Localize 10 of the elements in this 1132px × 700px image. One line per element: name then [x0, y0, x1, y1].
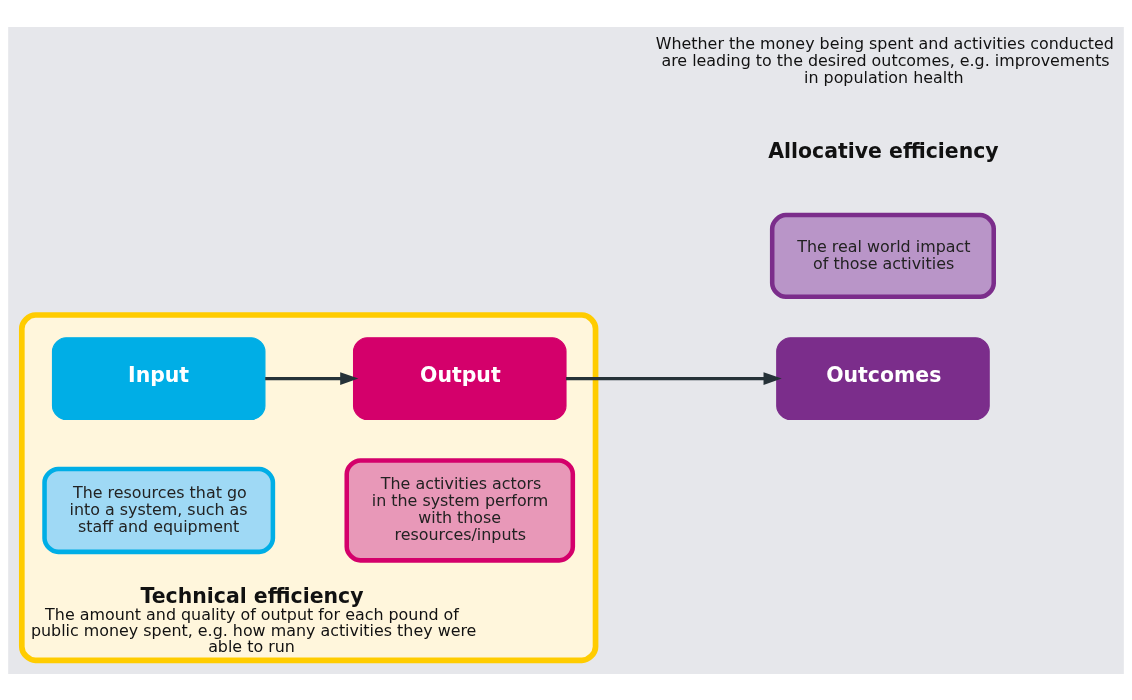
node-box: The activities actors in the system perform with those resources/inputs — [344, 457, 576, 563]
node-box: Input — [51, 336, 266, 420]
node-box: Output — [353, 336, 567, 420]
node-box: Outcomes — [776, 336, 990, 420]
label: Whether the money being spent and activities conducted are leading to the desired outcomes, e.g. improvements in population health — [655, 33, 1114, 87]
label: Allocative efficiency — [768, 138, 999, 163]
arrow — [566, 371, 782, 385]
node-box: The real world impact of those activities — [769, 212, 996, 299]
node-box: The resources that go into a system, such as staff and equipment — [42, 466, 276, 554]
arrow — [265, 371, 359, 385]
